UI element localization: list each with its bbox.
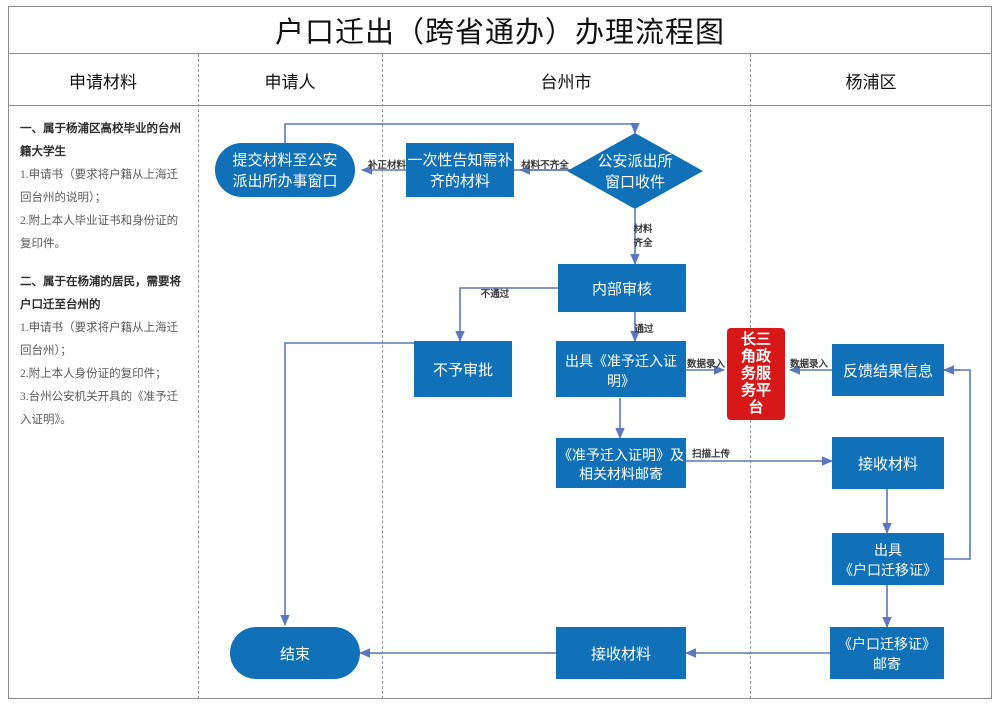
node-issue-transfer-label-1: 出具 [874,542,902,558]
column-header-materials: 申请材料 [69,72,137,92]
node-platform-label-2: 角政 [741,347,772,365]
connector-submit-to-window [284,122,640,143]
connector-issuetransfer-to-feedback [943,365,971,560]
node-receive-material-yangpu-label: 接收材料 [858,456,918,473]
node-receive-window[interactable]: 公安派出所 窗口收件 [567,133,703,209]
lane-separator-1 [198,54,199,699]
node-issue-transfer-label-2: 《户口迁移证》 [839,562,937,578]
node-notify-label-1: 一次性告知需补 [407,152,512,169]
node-end[interactable]: 结束 [230,627,360,679]
node-mail-permit-label-1: 《准予迁入证明》及 [558,447,684,463]
node-submit-label-1: 提交材料至公安 [232,151,337,169]
node-internal-review[interactable]: 内部审核 [558,264,686,312]
node-platform-label-1: 长三 [741,330,771,348]
node-notify[interactable]: 一次性告知需补 齐的材料 [406,143,514,197]
node-receive-material-taizhou-label: 接收材料 [591,646,651,663]
node-end-label: 结束 [280,646,310,663]
node-feedback-label: 反馈结果信息 [843,363,933,380]
page-title: 户口迁出（跨省通办）办理流程图 [274,16,725,49]
node-submit[interactable]: 提交材料至公安 派出所办事窗口 [215,143,355,197]
node-mail-transfer[interactable]: 《户口迁移证》 邮寄 [830,627,944,679]
node-mail-permit-label-2: 相关材料邮寄 [579,466,663,482]
swimlane-header-row: 申请材料 申请人 台州市 杨浦区 [8,54,992,106]
column-header-yangpu: 杨浦区 [845,72,897,92]
node-reject-label: 不予审批 [433,362,493,379]
edge-label-complete-2: 齐全 [632,237,653,249]
materials-section1-item-1: 1.申请书（要求将户籍从上海迁回台州的说明）； [20,169,179,204]
connector-reject-to-end [280,342,414,626]
node-issue-permit-label-2: 明》 [607,373,635,389]
node-platform-label-4: 务平 [741,381,771,399]
materials-section2-heading: 二、属于在杨浦的居民，需要将户口迁至台州的 [20,276,181,311]
node-receive-window-label-1: 公安派出所 [597,153,672,170]
edge-label-data-entry-right: 数据录入 [789,358,829,370]
edge-label-data-entry-left: 数据录入 [686,358,726,370]
node-receive-window-label-2: 窗口收件 [605,173,665,191]
materials-section2-item-3: 3.台州公安机关开具的《准予迁入证明》。 [20,391,179,426]
edge-label-incomplete: 材料不齐全 [520,159,569,171]
edge-label-group: 补正材料 材料不齐全 材料 齐全 不通过 通过 数据录入 数据录入 扫描上传 [367,159,829,460]
node-submit-label-2: 派出所办事窗口 [232,172,337,190]
node-mail-transfer-label-1: 《户口迁移证》 [838,636,936,652]
node-platform-label-5: 台 [748,398,763,416]
node-internal-review-label: 内部审核 [592,281,652,298]
connector-review-to-reject [455,287,558,342]
edge-label-pass: 通过 [634,323,654,335]
materials-section1-item-2: 2.附上本人毕业证书和身份证的复印件。 [20,215,179,250]
node-reject[interactable]: 不予审批 [414,341,512,397]
node-mail-transfer-label-2: 邮寄 [873,656,901,672]
edge-label-scan-upload: 扫描上传 [692,448,731,460]
column-header-taizhou: 台州市 [540,72,592,92]
node-feedback[interactable]: 反馈结果信息 [832,344,944,396]
lane-separator-2 [382,54,383,699]
materials-section2-item-2: 2.附上本人身份证的复印件； [20,368,167,380]
node-platform-label-3: 务服 [741,364,772,382]
node-platform[interactable]: 长三 角政 务服 务平 台 [727,328,785,420]
edge-label-fail: 不通过 [481,288,510,300]
node-issue-permit[interactable]: 出具《准予迁入证 明》 [556,341,686,397]
materials-section1-heading: 一、属于杨浦区高校毕业的台州籍大学生 [20,123,181,158]
node-receive-material-taizhou[interactable]: 接收材料 [556,627,686,679]
edge-label-complete-1: 材料 [632,223,653,235]
node-issue-transfer[interactable]: 出具 《户口迁移证》 [832,533,944,585]
node-receive-material-yangpu[interactable]: 接收材料 [832,437,944,489]
materials-description: 一、属于杨浦区高校毕业的台州籍大学生 1.申请书（要求将户籍从上海迁回台州的说明… [20,118,186,432]
node-notify-label-2: 齐的材料 [430,173,490,190]
column-header-applicant: 申请人 [264,72,316,92]
node-mail-permit[interactable]: 《准予迁入证明》及 相关材料邮寄 [556,438,686,488]
title-bar: 户口迁出（跨省通办）办理流程图 [8,6,992,54]
materials-section2-item-1: 1.申请书（要求将户籍从上海迁回台州）； [20,322,179,357]
node-issue-permit-label-1: 出具《准予迁入证 [565,353,677,369]
edge-label-supplement: 补正材料 [367,159,407,171]
